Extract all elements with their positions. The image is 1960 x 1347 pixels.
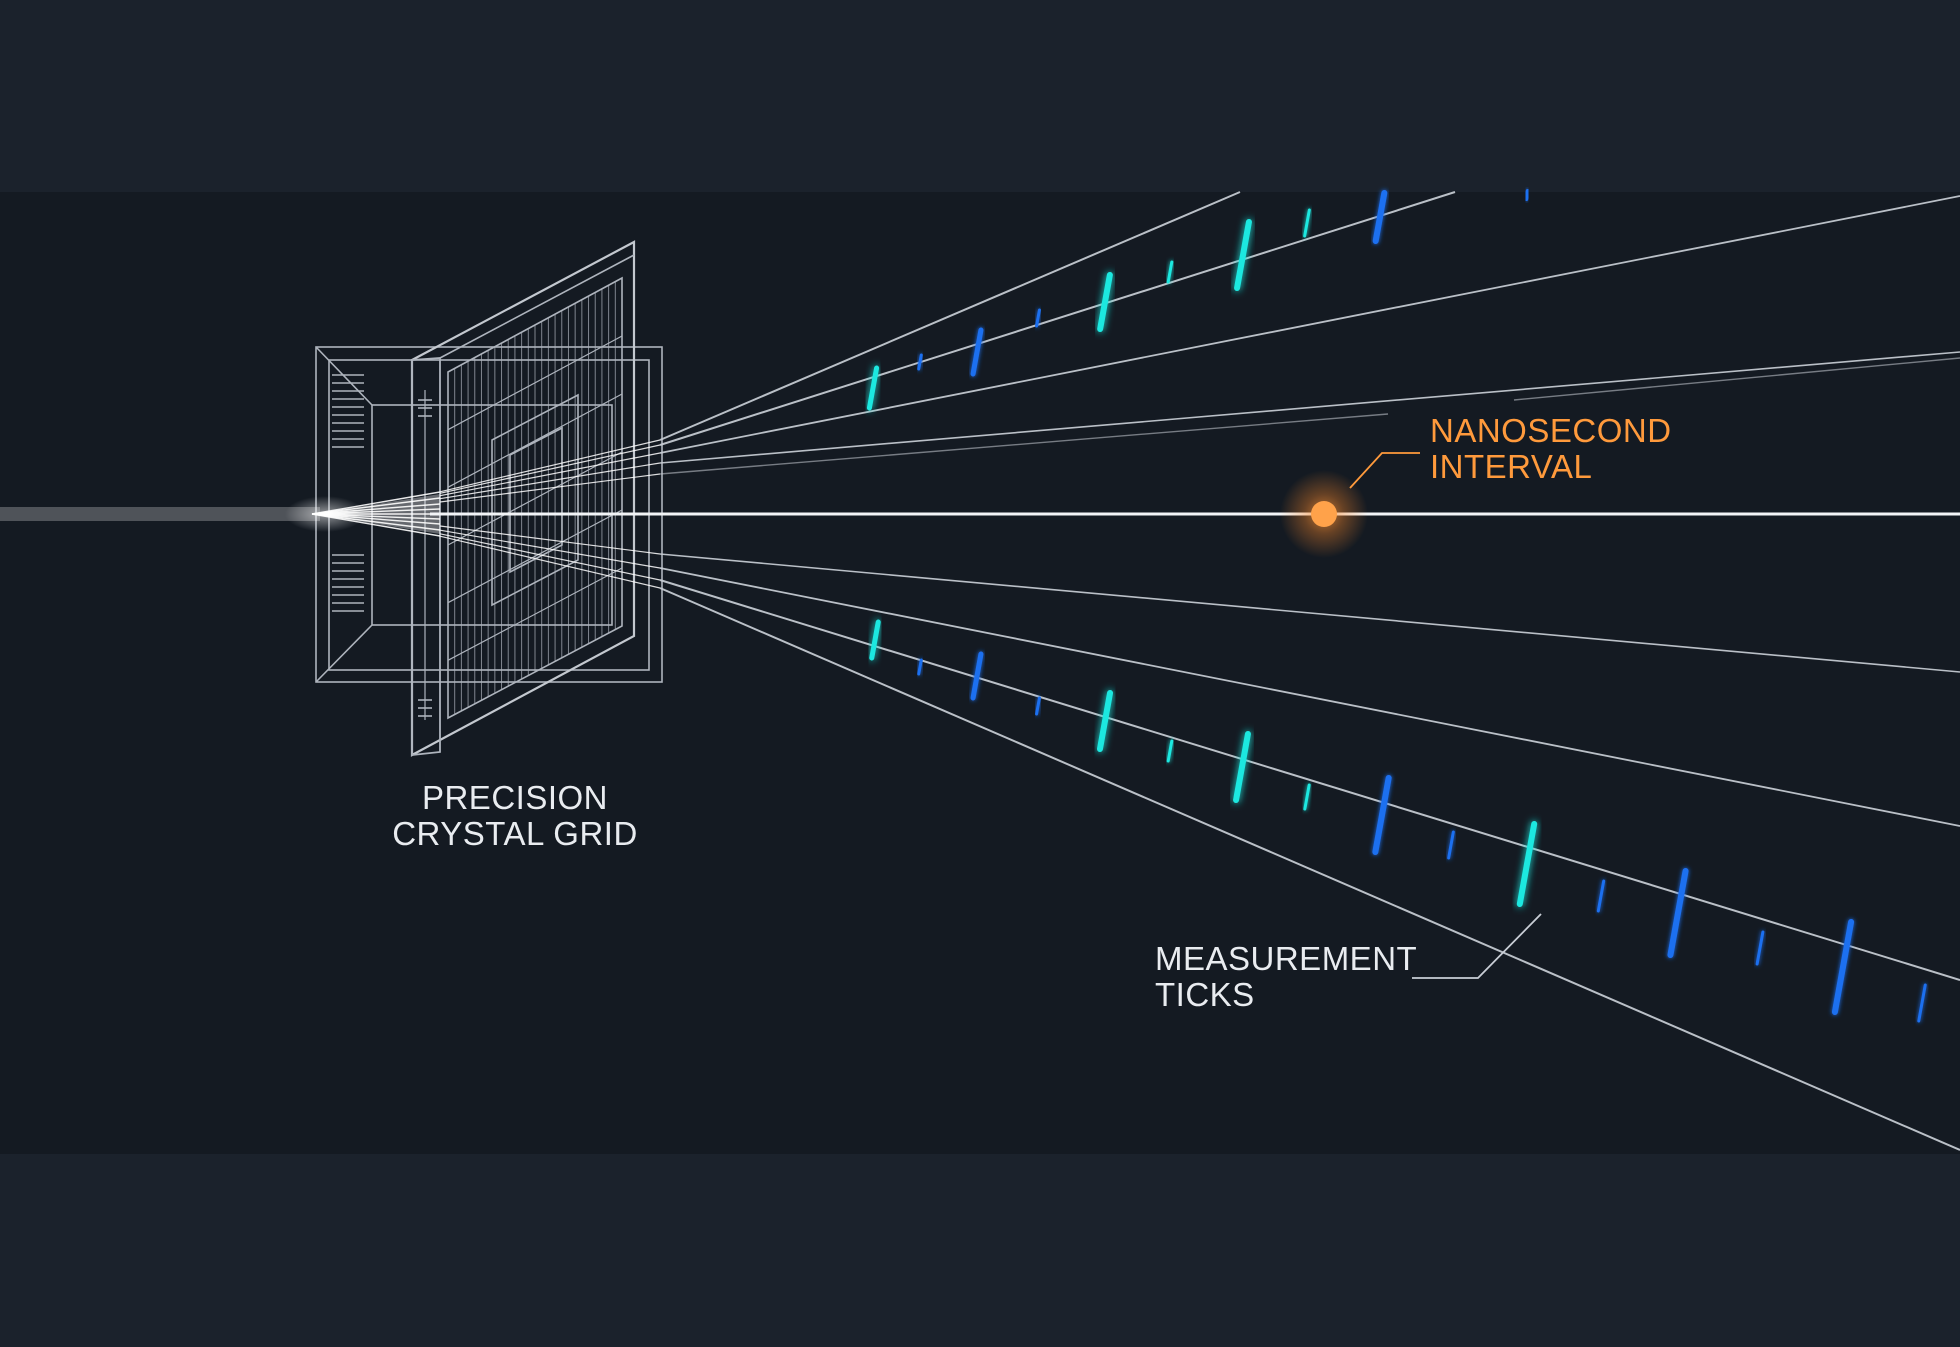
ray-source-fan [311, 503, 441, 515]
tick-mark-blue [1447, 830, 1455, 860]
crystal-grid-label-line2: CRYSTAL GRID [392, 815, 638, 852]
crystal-band-line [447, 451, 623, 546]
crystal-back-bevel [315, 624, 373, 683]
glowing-dot-icon [1311, 501, 1337, 527]
ray-line [659, 351, 1960, 464]
ray-source-fan [311, 513, 441, 531]
ray-inner-segment [439, 525, 661, 555]
ray-line [659, 587, 1960, 1151]
tick-mark-cyan [1166, 739, 1174, 763]
ray-fan [311, 191, 1960, 1151]
nanosecond-leader-line [1349, 452, 1420, 489]
crystal-slab-top-edge [439, 254, 635, 359]
ray-inner-segment [439, 535, 661, 589]
incoming-beam [0, 496, 365, 532]
tick-mark-cyan [1233, 731, 1251, 803]
nanosecond-marker [1280, 470, 1368, 558]
ray-line [659, 579, 1960, 981]
ray-inner-segment [439, 444, 661, 494]
ray-source-fan [311, 513, 441, 537]
tick-mark-blue [917, 658, 923, 676]
ray-inner-segment [439, 439, 661, 493]
measurement-ticks-label: MEASUREMENT TICKS [1155, 941, 1417, 1013]
tick-mark-blue [1917, 983, 1927, 1023]
crystal-back-bevel [315, 346, 373, 406]
tick-mark-blue [970, 327, 984, 377]
tick-mark-cyan [1303, 208, 1311, 238]
ticks-leader-line [1412, 913, 1542, 979]
tick-mark-blue [1831, 919, 1855, 1015]
crystal-core-inner [509, 426, 563, 574]
crystal-grid-label-line1: PRECISION [421, 779, 609, 816]
nanosecond-label-line1: NANOSECOND [1430, 412, 1672, 449]
ray-inner-segment [439, 462, 661, 500]
tick-mark-cyan [1234, 219, 1252, 291]
tick-mark-blue [1596, 879, 1606, 913]
ray-source-cone [312, 494, 440, 534]
ray-source-fan [311, 513, 441, 520]
nanosecond-interval-label: NANOSECOND INTERVAL [1430, 413, 1672, 485]
tick-mark-cyan [869, 619, 881, 661]
ray-inner-segment [439, 452, 661, 497]
tick-mark-blue [1667, 868, 1689, 958]
background-top-band [0, 0, 1960, 192]
crystal-band-line [447, 567, 623, 661]
ray-source-fan [311, 508, 441, 515]
tick-mark-blue [1035, 308, 1041, 328]
ray-line [659, 195, 1960, 454]
tick-mark-blue [1372, 775, 1392, 855]
ray-source-fan [311, 491, 441, 515]
background-bottom-band [0, 1154, 1960, 1347]
tick-mark-cyan [866, 365, 880, 411]
ray-line [659, 567, 1960, 827]
tick-mark-blue [970, 651, 984, 701]
ray-source-fan [311, 513, 441, 525]
tick-mark-blue [1035, 696, 1041, 716]
ray-line [659, 413, 1389, 475]
ticks-label-line1: MEASUREMENT [1155, 940, 1418, 977]
tick-mark-cyan [1516, 821, 1538, 907]
crystal-band-line [447, 393, 623, 488]
tick-mark-blue [1524, 189, 1530, 201]
measurement-ticks [866, 189, 1927, 1023]
tick-mark-cyan [1097, 272, 1113, 332]
ray-inner-segment [439, 529, 661, 569]
crystal-core [491, 393, 579, 607]
tick-mark-cyan [1096, 690, 1114, 752]
tick-mark-blue [917, 353, 923, 371]
ticks-label-line2: TICKS [1155, 976, 1255, 1013]
tick-mark-blue [1755, 930, 1765, 966]
crystal-grid-label: PRECISION CRYSTAL GRID [380, 780, 650, 852]
ray-line [659, 191, 1241, 441]
ray-line [659, 553, 1960, 673]
tick-mark-cyan [1303, 783, 1311, 811]
tick-mark-cyan [1166, 260, 1174, 284]
diagram-content [0, 189, 1960, 1151]
crystal-band-line [447, 335, 623, 431]
ray-line [659, 191, 1456, 446]
nanosecond-label-line2: INTERVAL [1430, 448, 1593, 485]
ray-inner-segment [439, 533, 661, 581]
tick-mark-blue [1372, 190, 1388, 244]
crystal-slab-edge [411, 357, 441, 757]
ray-source-fan [311, 497, 441, 515]
crystal-band-line [447, 509, 623, 604]
crystal-grid-icon [315, 240, 663, 757]
ray-inner-segment [439, 473, 661, 503]
ray-line [1513, 357, 1960, 401]
